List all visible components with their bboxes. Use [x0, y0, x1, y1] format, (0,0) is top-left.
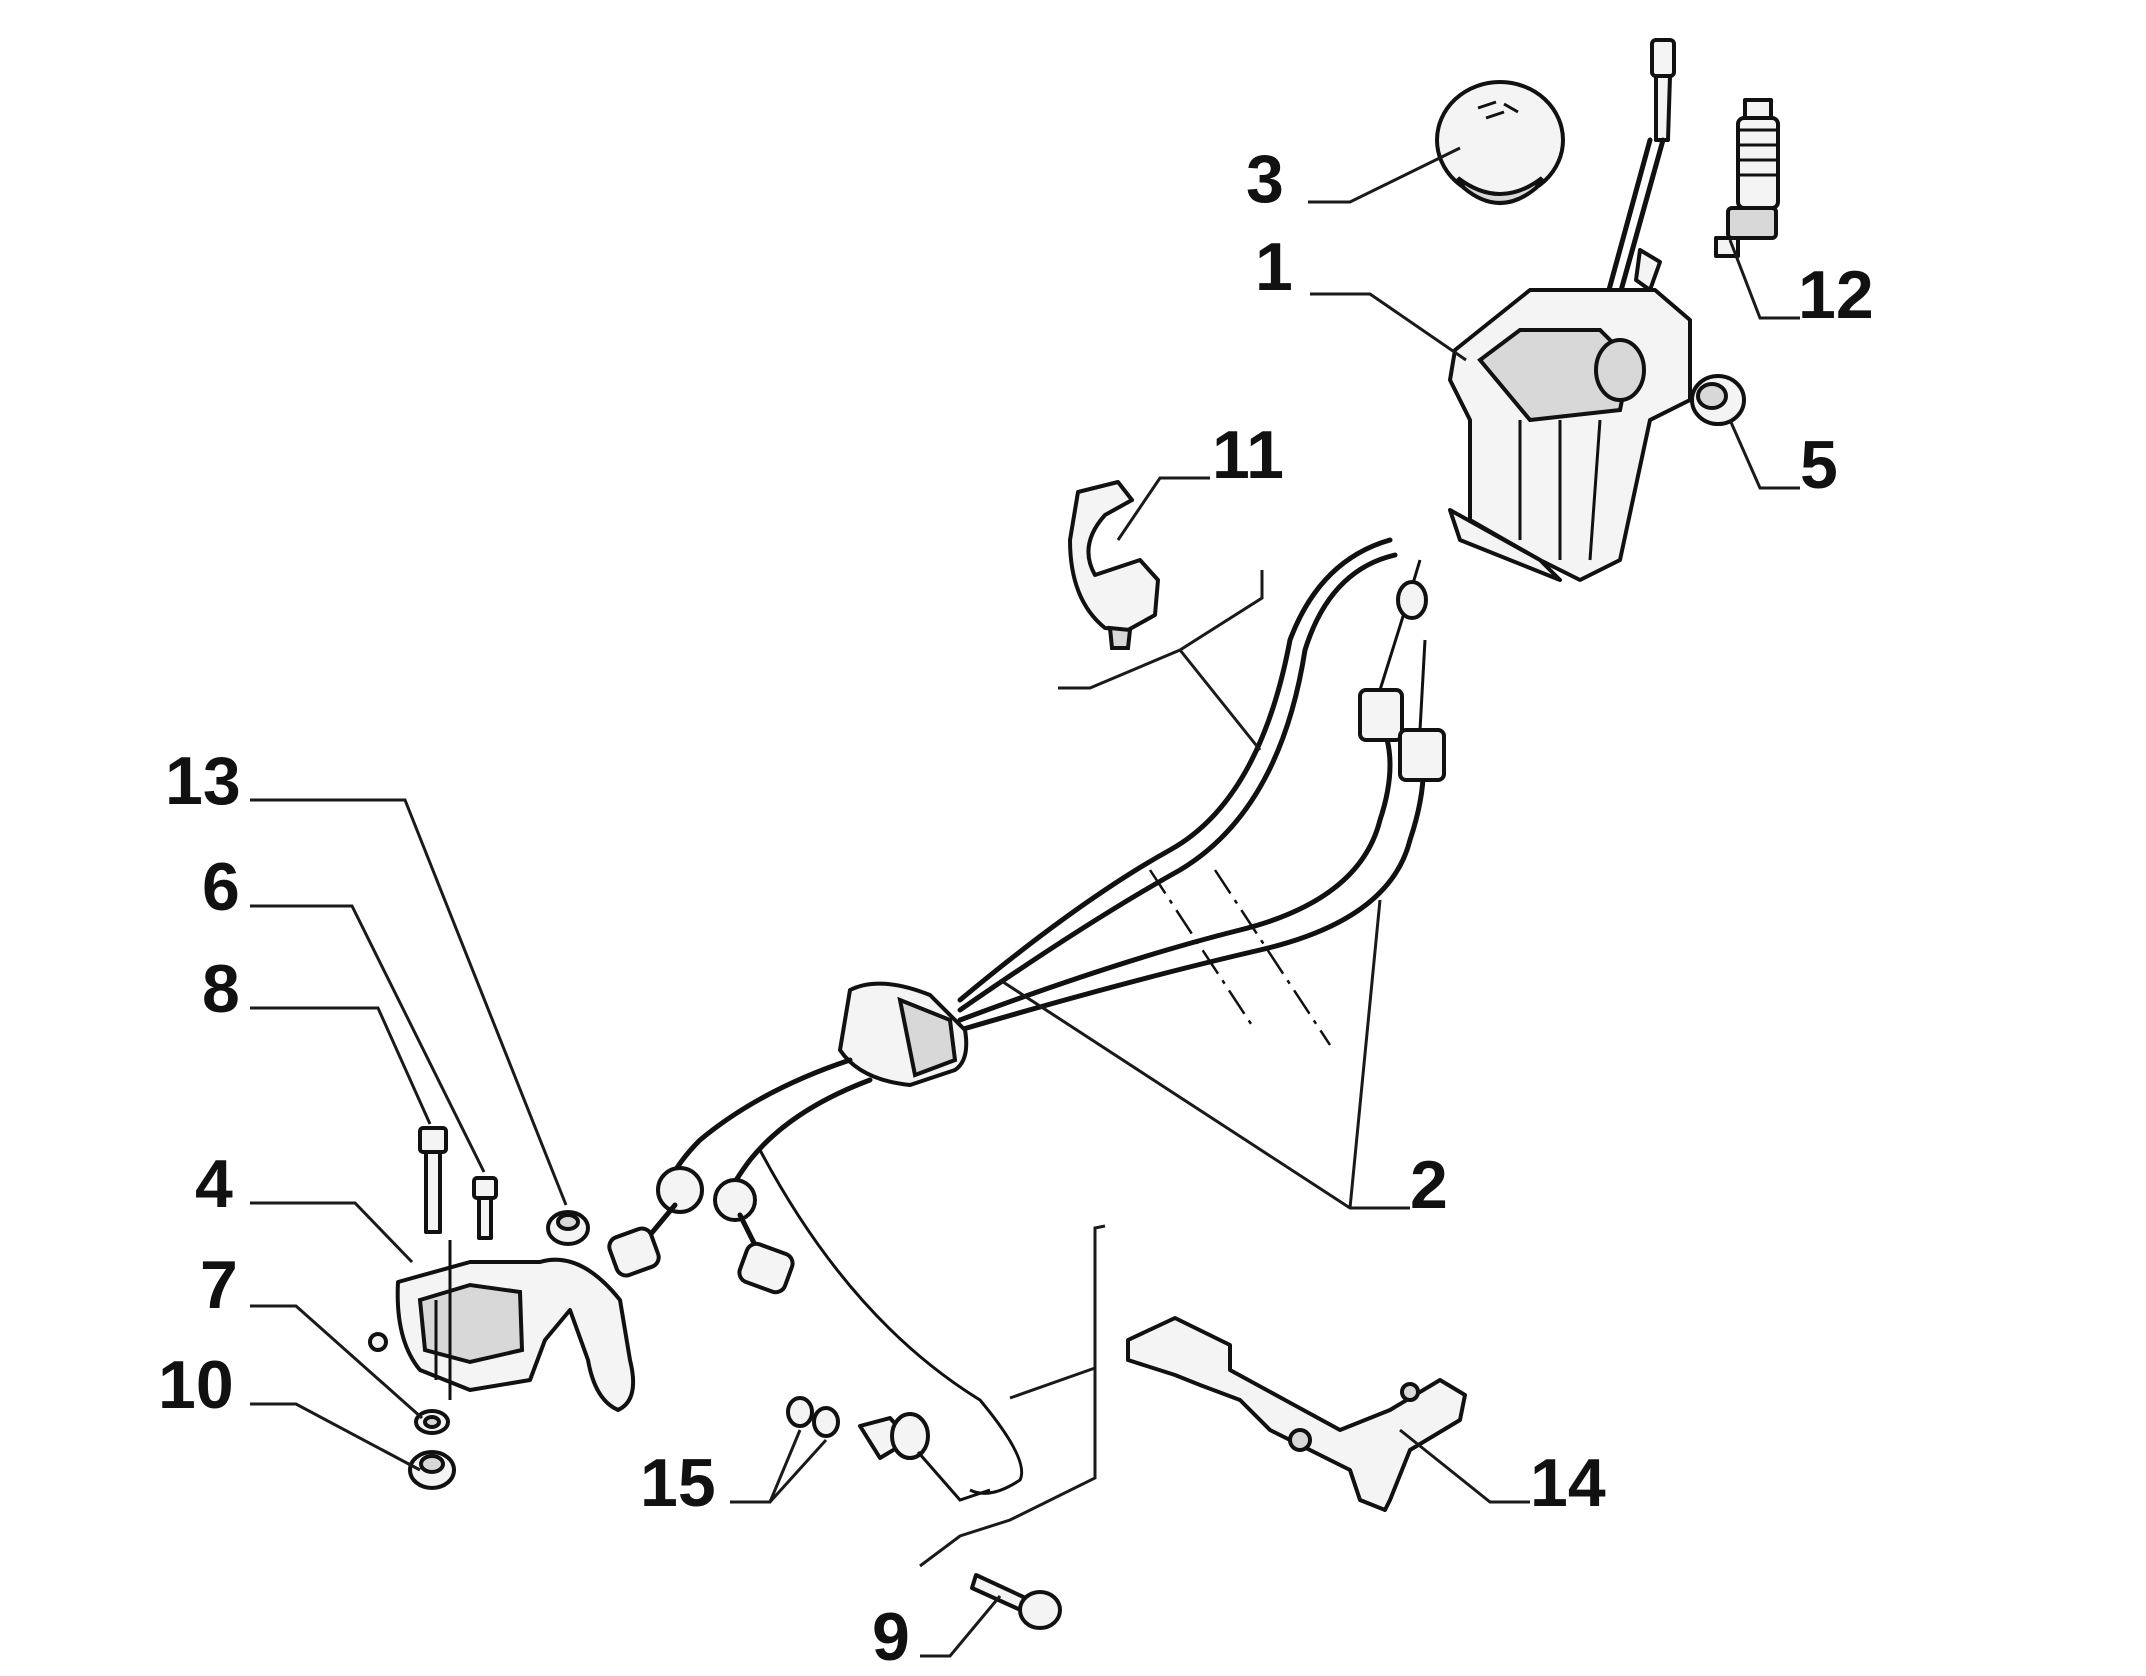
leader-p2b: [1348, 899, 1382, 1209]
leader-p4: [250, 1201, 414, 1264]
callout-14: 14: [1530, 1445, 1606, 1521]
leader-p10: [250, 1402, 421, 1472]
flanged-nut-part: [408, 1450, 456, 1490]
break-line-lower: [1213, 869, 1332, 1046]
cable-clip-part: [1068, 480, 1160, 650]
gear-knob-part: [1435, 80, 1565, 205]
leader-p13: [250, 798, 568, 1206]
o-rings-part: [786, 1396, 840, 1438]
mounting-plate-part: [1126, 1316, 1467, 1512]
break-line-upper: [1148, 869, 1257, 1031]
callout-4: 4: [195, 1146, 233, 1222]
leader-p1: [1310, 292, 1467, 362]
shift-cables-part: [607, 537, 1446, 1495]
shift-lever-housing-part: [1448, 38, 1692, 582]
short-bolt-part: [472, 1176, 498, 1240]
screw-part: [970, 1573, 1062, 1630]
bushing-part: [1690, 374, 1746, 426]
leader-p11-tail: [1178, 649, 1262, 751]
callout-10: 10: [158, 1347, 234, 1423]
callout-2: 2: [1410, 1147, 1448, 1223]
callout-13: 13: [165, 743, 241, 819]
leader-p12: [1728, 239, 1800, 320]
leader-p2: [999, 978, 1410, 1210]
callout-12: 12: [1798, 257, 1874, 333]
leader-p9: [920, 1595, 1002, 1658]
callout-5: 5: [1800, 427, 1838, 503]
leader-p9-bracket: [919, 1224, 1106, 1568]
callout-11: 11: [1212, 417, 1284, 493]
leader-p15: [730, 1429, 828, 1504]
lever-bracket-part: [368, 1240, 635, 1412]
callout-15: 15: [640, 1445, 716, 1521]
leader-p8: [250, 1006, 432, 1125]
callout-1: 1: [1255, 229, 1293, 305]
callout-6: 6: [202, 849, 240, 925]
sensor-part: [858, 1412, 991, 1502]
leader-p5: [1728, 419, 1800, 490]
nut-part: [546, 1210, 590, 1246]
callout-8: 8: [202, 951, 240, 1027]
leader-p7: [250, 1304, 423, 1420]
leader-p11: [1116, 476, 1210, 541]
leader-p6: [250, 904, 486, 1173]
gear-switch-part: [1714, 98, 1780, 258]
callout-9: 9: [872, 1599, 910, 1675]
washer-part: [414, 1409, 450, 1435]
callout-3: 3: [1246, 141, 1284, 217]
long-bolt-part: [418, 1126, 448, 1234]
leader-p3: [1308, 146, 1461, 204]
leader-p14: [1399, 1428, 1530, 1504]
callout-7: 7: [200, 1247, 238, 1323]
